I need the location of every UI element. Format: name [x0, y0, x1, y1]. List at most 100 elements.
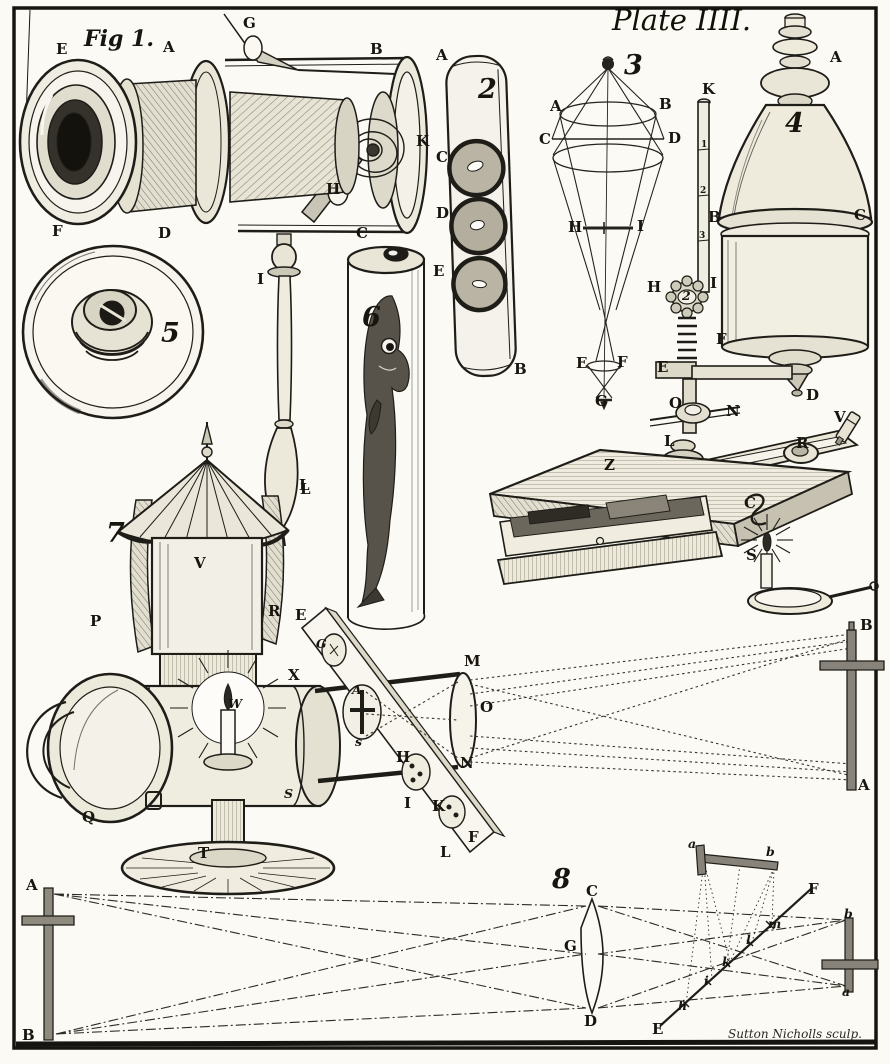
fig8-label-k: k [722, 954, 731, 969]
fig4-label-C: C [854, 206, 866, 224]
fig8-label-B: B [22, 1026, 35, 1044]
fig7-label-P: P [90, 612, 102, 630]
stand-label-C: C [744, 494, 756, 512]
stand-tick-2: 2 [700, 186, 707, 196]
lens-spring-wires [339, 118, 405, 178]
stand-label-O: O [669, 394, 683, 412]
fig7-label-T: T [198, 844, 210, 862]
fig2-number: 2 [478, 74, 497, 105]
small-tool-v [834, 411, 861, 446]
candle-flame-burst [741, 514, 793, 566]
fig8-dotted-lines [685, 861, 775, 1005]
fig3-label-D: D [668, 129, 682, 147]
fig8-label-A: A [26, 876, 38, 894]
fig8-label-a-right: a [842, 984, 851, 999]
fig5-lens-disc [21, 244, 205, 420]
fig7-label-X: X [288, 666, 300, 684]
specimen-cross [350, 690, 375, 734]
fig7-label-V: V [194, 554, 206, 572]
projection-label-G: G [316, 636, 327, 651]
stand-label-L: L [664, 432, 675, 450]
fig1-label-F: F [52, 222, 63, 240]
fig3-label-H: H [568, 218, 583, 236]
fig3-label-B: B [659, 95, 672, 113]
projection-label-I: I [404, 794, 412, 812]
fig7-label-Q: Q [82, 808, 96, 826]
fig7-label-S: S [284, 786, 294, 801]
fig2-label-D: D [436, 204, 450, 222]
fig2-label-B: B [514, 360, 527, 378]
stand-label-H: H [647, 278, 662, 296]
fig3-label-F: F [617, 353, 628, 371]
slider-specimen-cells [447, 138, 508, 313]
fig2-label-C: C [436, 148, 448, 166]
fig4-number: 4 [785, 108, 804, 139]
fig8-label-h: h [678, 998, 688, 1013]
fig1-label-L: L [299, 476, 310, 494]
stand-label-N: N [726, 402, 740, 420]
fig1-label-G: G [243, 14, 256, 32]
fig4-label-D: D [806, 386, 820, 404]
stand-label-I: I [710, 274, 718, 292]
fig1-label-A: A [163, 38, 175, 56]
fig4-label-B: B [708, 208, 721, 226]
projection-label-L: L [440, 843, 451, 861]
fig1-label-I: I [257, 270, 265, 288]
projection-label-H: H [396, 748, 411, 766]
plate-title: Plate IIII. [612, 3, 752, 37]
fig1-label-K: K [416, 132, 430, 150]
fig7-label-L: L [300, 480, 311, 498]
stand-label-E: E [657, 358, 669, 376]
fig8-lens-diagram [21, 844, 879, 1041]
projection-screen-label-B: B [860, 616, 873, 634]
projection-label-A: A [352, 682, 362, 697]
fig1-label-C: C [356, 224, 368, 242]
fig6-fish-tube [346, 245, 426, 630]
stand-label-R: R [796, 434, 809, 452]
projection-label-O: O [480, 698, 494, 716]
stand-tick-3: 3 [699, 231, 706, 241]
stand-label-V: V [834, 408, 846, 426]
fig8-label-b-top: b [766, 844, 775, 859]
fig8-label-E: E [652, 1020, 664, 1038]
fig6-number: 6 [362, 302, 381, 333]
fig2-label-E: E [433, 262, 445, 280]
projection-label-F: F [468, 828, 479, 846]
fig1-label-H: H [326, 180, 341, 198]
fig7-projection-lantern [26, 422, 341, 896]
fig8-label-a-top: a [688, 836, 697, 851]
projection-label-s: s [355, 734, 363, 749]
fig8-rays [53, 893, 847, 1035]
microscope-stand-and-stage [488, 98, 879, 615]
fig8-label-D: D [584, 1012, 598, 1030]
fig1-label-D: D [158, 224, 172, 242]
stand-tick-1: 1 [701, 140, 708, 150]
fig8-label-F: F [808, 880, 819, 898]
stand-label-Z: Z [604, 456, 615, 474]
fig4-microscope-body [716, 13, 874, 397]
projection-label-K: K [432, 797, 446, 815]
focus-gear-knob [665, 275, 709, 319]
fig1-label-B: B [370, 40, 383, 58]
fig7-number: 7 [106, 518, 125, 549]
fig8-label-i: i [704, 973, 709, 988]
fig1-screw-barrel-microscope [18, 13, 429, 547]
stand-label-S: S [746, 546, 757, 564]
engraver-signature: Sutton Nicholls sculp. [728, 1027, 862, 1041]
fig3-number: 3 [624, 50, 643, 81]
fig7-label-W: W [228, 696, 243, 711]
fig8-number: 8 [552, 864, 571, 895]
fish-specimen [361, 295, 410, 604]
projection-rays [365, 633, 853, 781]
projection-label-E: E [295, 606, 307, 624]
projection-screen-cross [819, 621, 885, 791]
fig8-label-m: m [768, 916, 782, 931]
lantern-flame-burst [170, 650, 286, 766]
fig8-label-l: l [746, 932, 751, 947]
fig8-label-C: C [586, 882, 598, 900]
stand-knob-number: 2 [682, 288, 691, 303]
projection-label-N: N [460, 754, 474, 772]
projection-ray-diagram [300, 606, 885, 854]
